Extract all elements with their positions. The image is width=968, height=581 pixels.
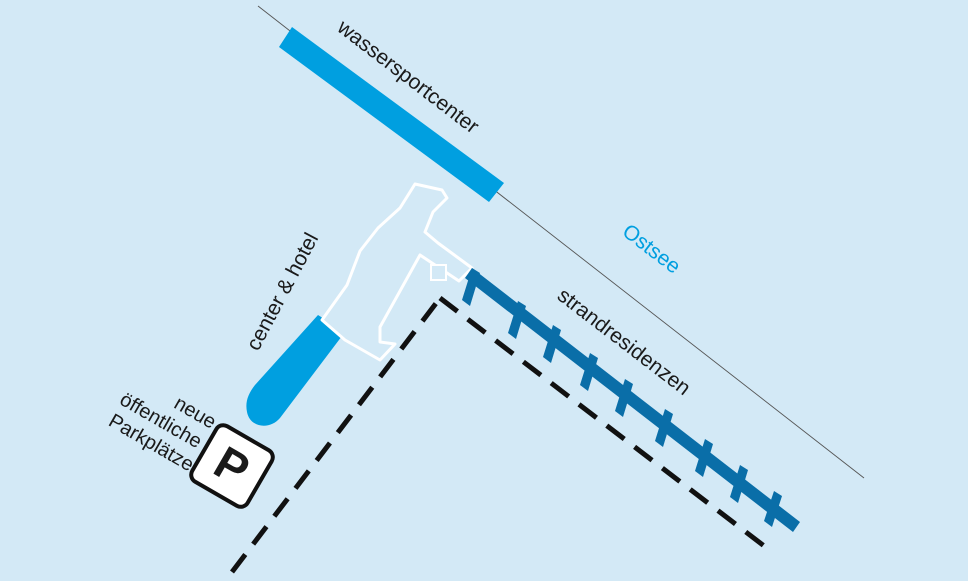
strandresidenzen-buildings[interactable]	[462, 268, 800, 532]
access-path-west	[230, 296, 442, 574]
center-hotel-building[interactable]	[320, 182, 474, 362]
parking-sign-icon[interactable]: P	[188, 422, 275, 509]
wassersportcenter-building[interactable]	[279, 27, 504, 202]
small-kiosk	[430, 264, 447, 281]
pool[interactable]	[246, 315, 345, 426]
